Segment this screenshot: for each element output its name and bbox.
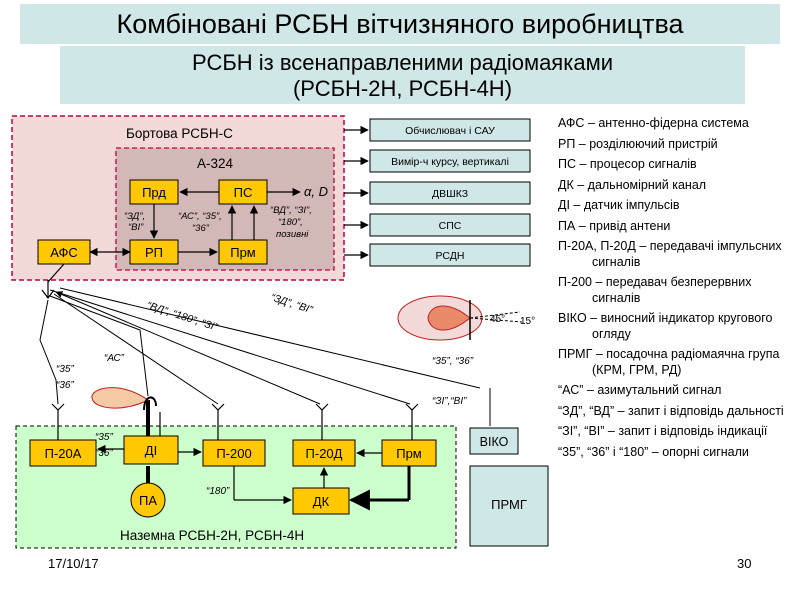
block-prm-ground-label: Прм [396, 446, 422, 461]
angle-15-label: 15° [520, 316, 535, 327]
signal-zd-vi: “ЗД”, “ВІ” [269, 291, 314, 316]
subtitle-line-2: (РСБН-2Н, РСБН-4Н) [292, 76, 513, 101]
label-ac-35-1: “АС”, “35”, [178, 211, 222, 222]
onboard-title: Бортова РСБН-С [126, 126, 233, 141]
radio-path-afs-prm [49, 289, 411, 405]
footer-date: 17/10/17 [48, 556, 99, 571]
signal-vd-180-zi: “ВД”, “180”, “ЗІ” [145, 299, 219, 333]
radio-path-afs-p20d [55, 291, 321, 405]
radio-path-afs-p200 [53, 293, 219, 405]
block-prm-onboard [218, 239, 268, 265]
legend-item: П-200 – передавач безперервних сигналів [558, 275, 752, 305]
block-di [123, 435, 179, 465]
output-box-5 [369, 243, 531, 267]
output-box-4 [369, 213, 531, 237]
viko-box [469, 427, 519, 455]
block-p200-label: П-200 [216, 446, 251, 461]
label-zd-vi-1: “ЗД”, [124, 211, 145, 222]
radio-path-afs-beam [49, 295, 149, 397]
label-vd-zi-3: позивні [276, 229, 309, 240]
output-box-1 [369, 118, 531, 142]
viko-label: ВІКО [480, 435, 509, 449]
output-label-4: СПС [439, 220, 462, 232]
signal-36: “36” [56, 380, 74, 391]
ground-title: Наземна РСБН-2Н, РСБН-4Н [120, 528, 304, 543]
pattern-angle-line-1 [469, 311, 521, 319]
page-subtitle: РСБН із всенаправленими радіомаяками (РС… [60, 46, 745, 104]
legend-item: ПС – процесор сигналів [558, 157, 697, 171]
label-ac-35-2: “36” [192, 223, 210, 234]
block-prm-ground [381, 439, 437, 467]
label-vd-zi-2: “180”, [278, 217, 303, 228]
legend-item: АФС – антенно-фідерна система [558, 116, 749, 130]
conn-afs-antenna [47, 263, 65, 283]
block-prm-onboard-label: Прм [230, 245, 256, 260]
label-alpha-d: α, D [304, 184, 328, 199]
rotating-antenna-icon [143, 396, 157, 411]
block-rp-label: РП [145, 245, 163, 260]
block-p20a-label: П-20А [45, 446, 82, 461]
block-prd-label: Прд [142, 185, 166, 200]
prmg-box [469, 465, 549, 547]
block-afs-label: АФС [50, 245, 78, 260]
antenna-p20d-icon [315, 403, 329, 440]
output-label-3: ДВШКЗ [432, 188, 468, 200]
subtitle-line-1: РСБН із всенаправленими радіомаяками [192, 50, 613, 75]
ground-label-35: “35” [95, 432, 113, 443]
radio-path-afs-p20a [39, 299, 59, 405]
signal-ac: “АС” [104, 353, 125, 364]
prmg-label: ПРМГ [491, 497, 527, 512]
legend-item: “ЗД”, “ВД” – запит і відповідь дальності [558, 403, 784, 418]
legend-item: ДІ – датчик імпульсів [558, 198, 680, 212]
legend-item: ПА – привід антени [558, 218, 671, 233]
legend-item: ДК – дальномірний канал [558, 177, 707, 192]
legend-item: “АС” – азимутальний сигнал [558, 383, 722, 397]
antenna-afs-icon [41, 280, 55, 299]
legend-item: “ЗІ”, “ВІ” – запит і відповідь індикації [558, 424, 768, 438]
antenna-prm-icon [405, 403, 419, 440]
block-pa-label: ПА [139, 493, 157, 508]
angle-45-label: 45° [490, 314, 505, 325]
unit-a324-title: А-324 [197, 156, 234, 171]
signal-zi-vi: “ЗІ”,“ВІ” [432, 396, 467, 407]
pattern-angle-line-2 [469, 317, 523, 323]
output-box-3 [369, 181, 531, 205]
legend-item: ПРМГ – посадочна радіомаячна група (КРМ,… [558, 347, 780, 377]
output-box-2 [369, 149, 531, 173]
ground-label-36: “36” [95, 448, 113, 459]
legend-item: П-20А, П-20Д – передавачі імпульсних сиг… [558, 239, 782, 269]
legend-item: РП – розділюючий пристрій [558, 136, 718, 151]
output-label-1: Обчислювач і САУ [405, 125, 495, 137]
output-label-2: Вимір-ч курсу, вертикалі [391, 156, 509, 168]
signal-35: “35” [56, 364, 74, 375]
block-dk [292, 487, 350, 515]
legend-item: “35”, “36” і “180” – опорні сигнали [558, 444, 749, 459]
block-p20d [292, 439, 356, 467]
block-p20d-label: П-20Д [306, 446, 343, 461]
page-title: Комбіновані РСБН вітчизняного виробництв… [20, 4, 780, 44]
signal-35-36: “35”, “36” [432, 356, 474, 367]
ground-label-180: “180” [206, 486, 230, 497]
radio-path-afs-viko [59, 287, 481, 389]
block-ps-label: ПС [234, 185, 253, 200]
antenna-p200-icon [211, 403, 225, 440]
block-di-label: ДІ [145, 443, 157, 458]
output-label-5: РСДН [436, 250, 465, 262]
block-p200 [202, 439, 266, 467]
block-p20a [29, 439, 97, 467]
label-zd-vi-2: “ВІ” [128, 222, 144, 233]
block-dk-label: ДК [313, 494, 330, 509]
legend-item: ВІКО – виносний індикатор кругового огля… [558, 311, 773, 341]
radiation-pattern-inner-icon [427, 305, 471, 331]
label-vd-zi-1: “ВД”, “ЗІ”, [270, 205, 312, 216]
antenna-p20a-icon [51, 403, 65, 440]
beam-lobe-icon [91, 387, 149, 409]
page-number: 30 [737, 556, 752, 571]
legend: АФС – антенно-фідерна система РП – розді… [558, 116, 798, 465]
